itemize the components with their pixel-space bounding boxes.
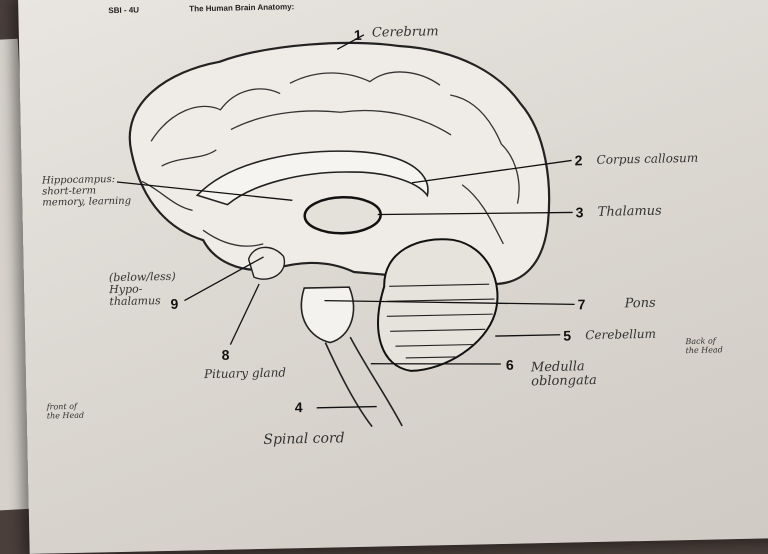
label-number-1: 1 [353,26,362,43]
note-hippocampus: Hippocampus: short-term memory, learning [41,174,132,209]
leader-medulla [370,363,501,365]
leader-pons [324,299,575,306]
label-number-8: 8 [221,346,230,363]
leader-thalamus [377,211,573,216]
worksheet-page: SBI - 4U The Human Brain Anatomy: [18,0,768,554]
brain-diagram [116,34,575,428]
leader-spinal-cord [316,405,377,409]
label-name-cerebellum: Cerebellum [585,326,657,343]
corpus-callosum-shape [195,150,429,206]
label-name-corpus-callosum: Corpus callosum [596,150,699,167]
thalamus-shape [303,195,382,235]
brainstem-shape [300,286,355,344]
cerebellum-shape [377,238,499,372]
leader-cerebrum [336,34,365,50]
label-number-5: 5 [563,327,572,344]
label-name-thalamus: Thalamus [597,203,662,220]
label-number-4: 4 [294,399,303,416]
label-name-cerebrum: Cerebrum [371,24,439,41]
label-number-7: 7 [577,296,586,313]
leader-hippocampus [116,181,293,201]
label-number-3: 3 [575,204,584,221]
spinal-cord-shape [324,336,403,428]
leader-corpus-callosum [411,159,572,184]
note-front-of-head: front of the Head [46,401,85,421]
label-name-pons: Pons [624,295,656,312]
leader-cerebellum [495,334,561,337]
label-name-pituitary-gland: Pituary gland [203,365,287,382]
label-number-2: 2 [574,152,583,169]
label-name-spinal-cord: Spinal cord [263,430,345,448]
leader-pituitary [229,283,260,345]
note-back-of-head: Back of the Head [685,336,723,355]
label-name-medulla-oblongata: Medulla oblongata [530,359,597,390]
hypothalamus-shape [247,246,286,280]
label-name-hypothalamus: (below/less) Hypo- thalamus [108,269,176,309]
leader-hypothalamus [184,256,264,302]
label-number-6: 6 [505,356,514,373]
